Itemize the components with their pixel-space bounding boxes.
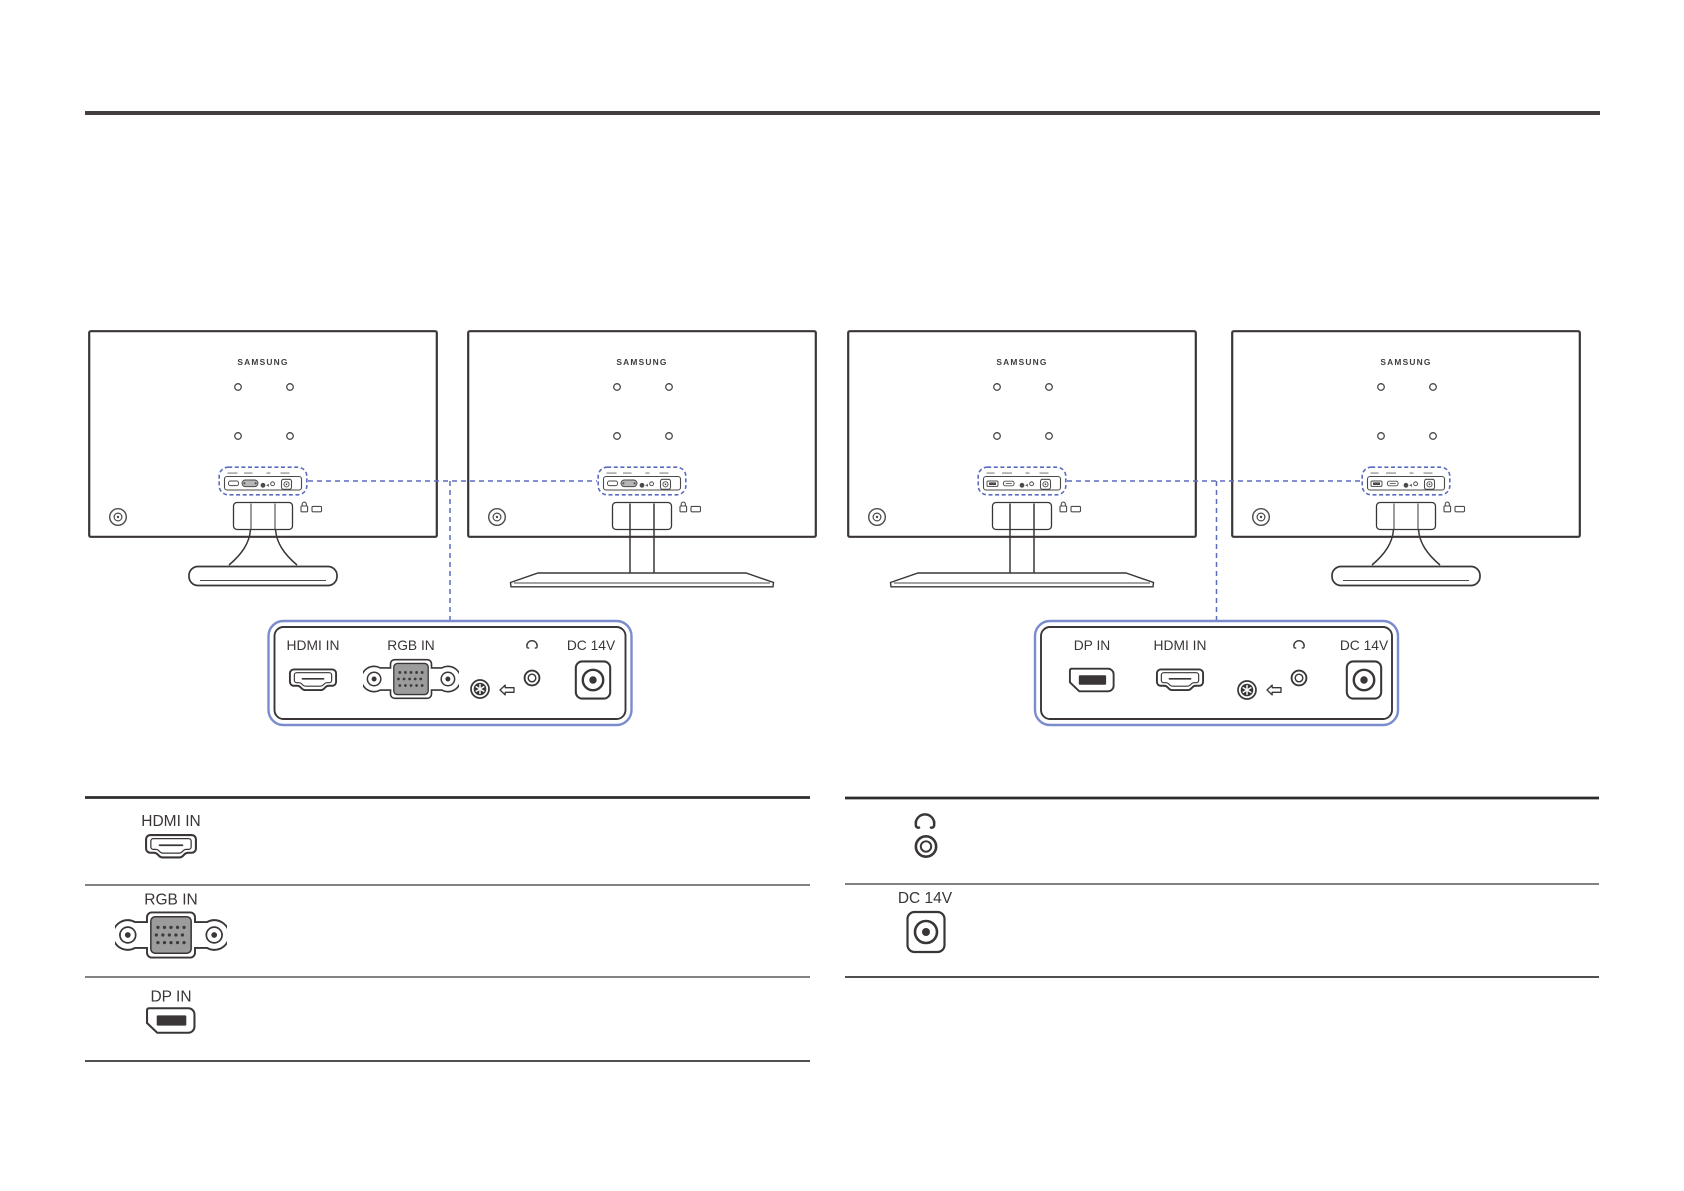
samsung-logo: SAMSUNG bbox=[1380, 357, 1431, 367]
monitor-2: SAMSUNG bbox=[467, 330, 817, 588]
dc-power-icon bbox=[1345, 660, 1383, 700]
monitor-3: SAMSUNG bbox=[847, 330, 1197, 588]
callout-inner-border bbox=[1040, 626, 1393, 720]
dc-14v-label: DC 14V bbox=[1340, 638, 1389, 653]
legend-dc-14v-label: DC 14V bbox=[898, 890, 953, 907]
samsung-logo: SAMSUNG bbox=[237, 357, 288, 367]
legend-table-left: HDMI IN RGB IN DP IN bbox=[85, 796, 810, 1062]
headphone-jack-icon bbox=[914, 835, 938, 858]
legend-dp-in-label: DP IN bbox=[150, 989, 191, 1006]
hdmi-in-label: HDMI IN bbox=[1154, 638, 1207, 653]
samsung-logo: SAMSUNG bbox=[616, 357, 667, 367]
dp-port-icon bbox=[1068, 667, 1115, 693]
headphone-jack-icon bbox=[523, 669, 541, 687]
screw-icon bbox=[1237, 680, 1257, 700]
callout-connector-lines bbox=[308, 480, 1361, 620]
rgb-in-label: RGB IN bbox=[387, 638, 435, 653]
monitor-1: SAMSUNG bbox=[88, 330, 438, 587]
callout-right: DP IN HDMI IN DC 14V bbox=[1033, 619, 1400, 727]
callout-left: HDMI IN RGB IN DC 14V bbox=[267, 619, 633, 727]
headphone-icon bbox=[914, 813, 936, 829]
dc-power-icon bbox=[574, 660, 612, 700]
top-rule bbox=[85, 111, 1600, 115]
screw-icon bbox=[470, 679, 490, 699]
hdmi-port-icon bbox=[145, 834, 197, 859]
legend-rgb-in-label: RGB IN bbox=[144, 892, 197, 909]
dc-14v-label: DC 14V bbox=[567, 638, 616, 653]
monitor-4: SAMSUNG bbox=[1231, 330, 1581, 587]
vga-port-icon bbox=[115, 911, 227, 959]
hdmi-in-label: HDMI IN bbox=[287, 638, 340, 653]
headphone-jack-icon bbox=[1290, 669, 1308, 687]
dp-port-icon bbox=[145, 1007, 196, 1034]
samsung-logo: SAMSUNG bbox=[996, 357, 1047, 367]
legend-hdmi-in-label: HDMI IN bbox=[141, 813, 200, 830]
dc-power-icon bbox=[906, 910, 946, 954]
legend-table-right: DC 14V bbox=[845, 796, 1599, 978]
dp-in-label: DP IN bbox=[1074, 638, 1111, 653]
